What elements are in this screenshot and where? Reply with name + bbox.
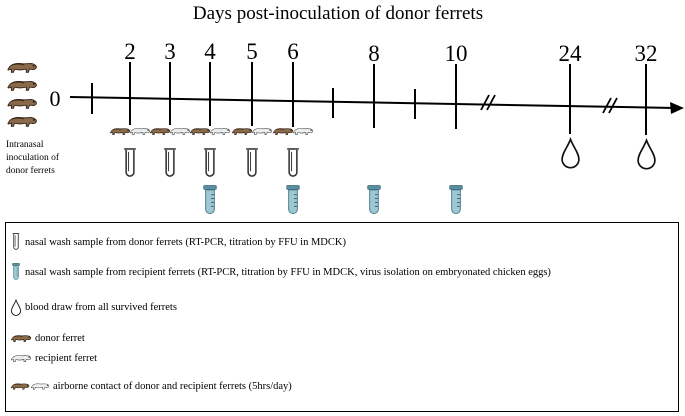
legend-item-donor-ferret: donor ferret xyxy=(10,327,85,349)
recipient-tube-icon xyxy=(449,185,463,215)
recipient-ferret-icon xyxy=(209,128,231,136)
day-label-24: 24 xyxy=(559,41,583,66)
day-label-3: 3 xyxy=(164,39,176,64)
recipient-ferret-icon xyxy=(30,383,50,390)
contact-pair-day-5 xyxy=(231,128,273,136)
axis-break-stroke xyxy=(486,94,496,111)
blood-drop-icon xyxy=(11,299,21,316)
donor-tube-icon xyxy=(286,148,300,177)
day-label-32: 32 xyxy=(635,41,658,66)
donor-ferret-stack xyxy=(7,62,37,127)
contact-pair-day-3 xyxy=(149,128,191,136)
legend-item-recipient-ferret: recipient ferret xyxy=(10,347,97,369)
contact-pair-day-4 xyxy=(189,128,231,136)
day-label-5: 5 xyxy=(246,39,258,64)
legend-item-airborne-contact: airborne contact of donor and recipient … xyxy=(10,375,292,397)
recipient-tube-icon xyxy=(367,185,381,215)
donor-ferret-icon xyxy=(231,128,253,136)
axis-break-stroke xyxy=(480,94,490,111)
timeline-arrowhead xyxy=(670,102,684,114)
blood-drop-icon xyxy=(637,139,656,170)
legend-label: airborne contact of donor and recipient … xyxy=(53,380,292,392)
legend-label: nasal wash sample from recipient ferrets… xyxy=(25,266,551,278)
donor-ferret-icon xyxy=(7,80,37,91)
axis-break-stroke xyxy=(608,97,618,114)
day-label-2: 2 xyxy=(124,39,136,64)
donor-tube-icon xyxy=(123,148,137,177)
recipient-ferret-icon xyxy=(129,128,151,136)
day-ticks xyxy=(129,62,647,135)
donor-ferret-icon xyxy=(10,335,32,343)
recipient-wash-tubes xyxy=(203,185,463,215)
donor-tube-icon xyxy=(245,148,259,177)
day-label-10: 10 xyxy=(445,41,468,66)
legend-label: blood draw from all survived ferrets xyxy=(25,301,177,313)
donor-ferret-icon xyxy=(7,116,37,127)
axis-break-marks xyxy=(480,94,618,114)
inoculation-note: Intranasal inoculation of donor ferrets xyxy=(6,140,60,176)
day-label-6: 6 xyxy=(287,39,299,64)
day-zero-label: 0 xyxy=(50,86,61,111)
contact-pair-day-2 xyxy=(109,128,151,136)
donor-wash-tubes xyxy=(123,148,300,177)
legend-label: donor ferret xyxy=(35,332,85,344)
timeline-axis xyxy=(69,96,676,109)
donor-ferret-icon xyxy=(109,128,131,136)
donor-ferret-icon xyxy=(149,128,171,136)
recipient-tube-icon xyxy=(286,185,300,215)
axis-break-stroke xyxy=(602,97,612,114)
recipient-ferret-icon xyxy=(169,128,191,136)
recipient-tube-icon xyxy=(12,263,20,280)
legend-label: recipient ferret xyxy=(35,352,98,364)
inoculation-note-line: inoculation of xyxy=(6,152,60,163)
day-label-4: 4 xyxy=(204,39,216,64)
legend-label: nasal wash sample from donor ferrets (RT… xyxy=(25,236,346,248)
donor-ferret-icon xyxy=(7,98,37,109)
donor-ferret-icon xyxy=(10,383,30,390)
legend-item-recipient-wash: nasal wash sample from recipient ferrets… xyxy=(10,261,551,283)
donor-tube-icon xyxy=(12,233,20,250)
donor-tube-icon xyxy=(163,148,177,177)
inoculation-note-line: donor ferrets xyxy=(6,165,55,176)
contact-pair-day-6 xyxy=(272,128,314,136)
diagram-title: Days post-inoculation of donor ferrets xyxy=(193,3,483,24)
recipient-tube-icon xyxy=(203,185,217,215)
recipient-ferret-icon xyxy=(251,128,273,136)
donor-tube-icon xyxy=(203,148,217,177)
day-label-8: 8 xyxy=(368,41,380,66)
inoculation-note-line: Intranasal xyxy=(6,140,44,150)
donor-ferret-icon xyxy=(7,62,37,73)
recipient-ferret-icon xyxy=(10,355,32,363)
blood-drop-icon xyxy=(561,138,580,169)
legend: nasal wash sample from donor ferrets (RT… xyxy=(5,222,679,412)
blood-draws xyxy=(561,138,656,170)
legend-item-blood-draw: blood draw from all survived ferrets xyxy=(10,296,177,318)
day-labels: 2 3 4 5 6 8 10 24 32 xyxy=(124,39,657,66)
legend-item-donor-wash: nasal wash sample from donor ferrets (RT… xyxy=(10,231,346,253)
recipient-ferret-icon xyxy=(292,128,314,136)
donor-ferret-icon xyxy=(272,128,294,136)
minor-ticks xyxy=(91,83,416,119)
donor-ferret-icon xyxy=(189,128,211,136)
